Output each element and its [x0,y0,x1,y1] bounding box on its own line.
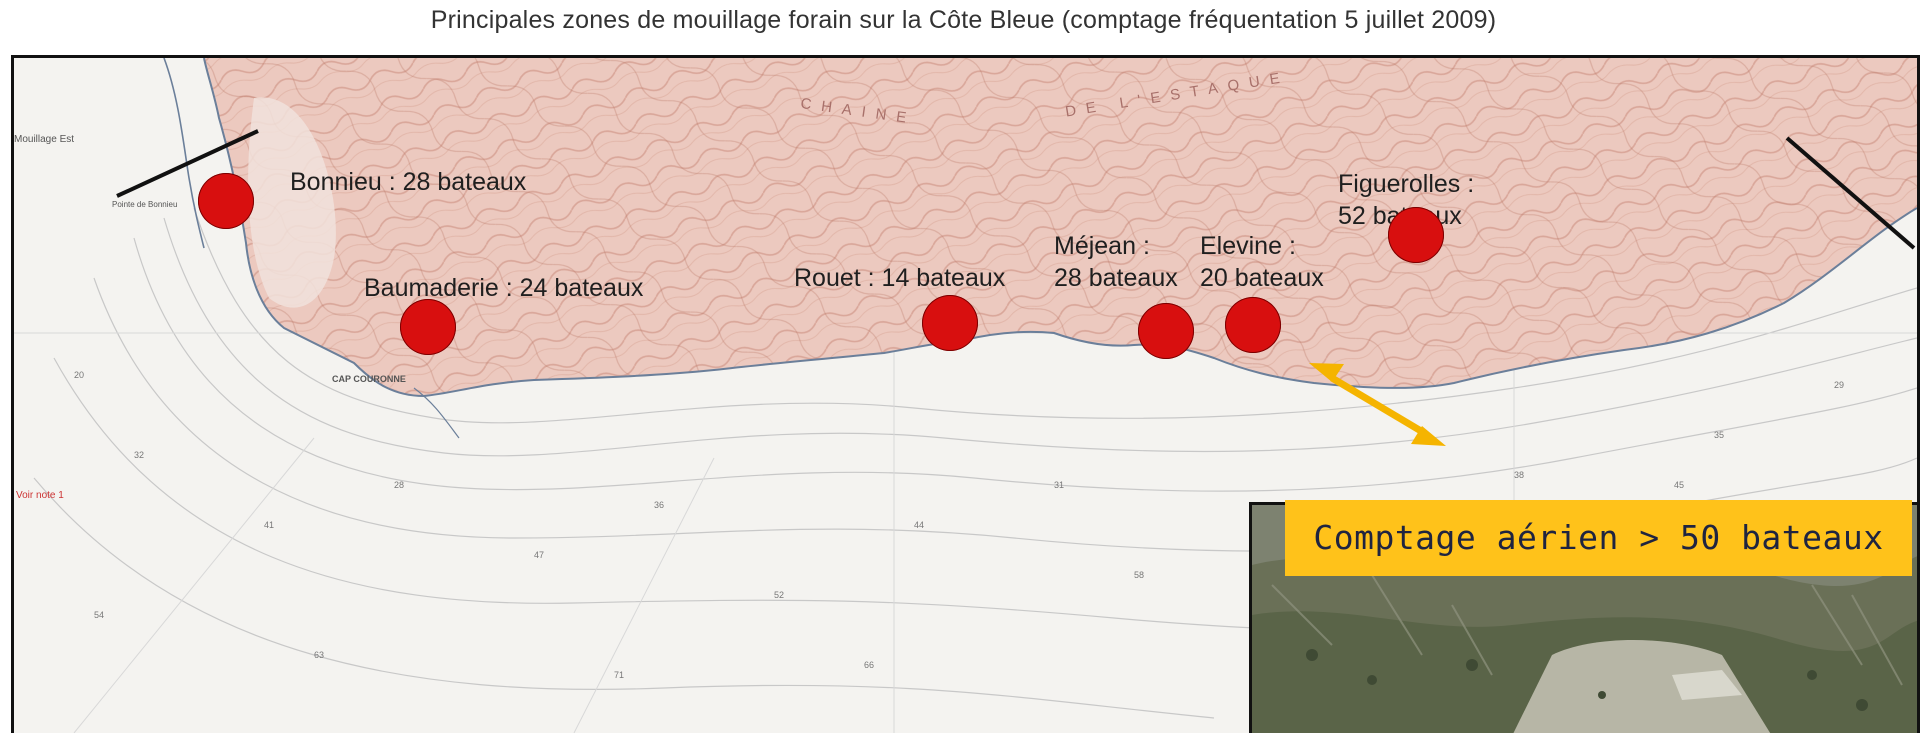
svg-text:71: 71 [614,670,624,680]
map-label-voir-note: Voir note 1 [16,490,64,501]
label-baumaderie: Baumaderie : 24 bateaux [364,274,644,302]
svg-text:66: 66 [864,660,874,670]
map-label-cap-couronne: CAP COURONNE [332,374,406,384]
marker-bonnieu[interactable] [198,173,254,229]
svg-text:38: 38 [1514,470,1524,480]
svg-text:44: 44 [914,520,924,530]
marker-baumaderie[interactable] [400,299,456,355]
callout-aerial-count: Comptage aérien > 50 bateaux [1285,500,1912,576]
marker-rouet[interactable] [922,295,978,351]
svg-text:58: 58 [1134,570,1144,580]
marker-figuerolles[interactable] [1388,207,1444,263]
svg-text:54: 54 [94,610,104,620]
label-rouet: Rouet : 14 bateaux [794,264,1006,292]
depth-contours [33,207,1917,719]
svg-text:28: 28 [394,480,404,490]
nautical-chart: 20 32 41 28 47 36 52 44 31 58 63 71 66 38 35 29 45 5… [11,55,1920,733]
map-label-mouillage: Mouillage Est [14,134,75,145]
svg-text:20: 20 [74,370,84,380]
marker-mejean[interactable] [1138,303,1194,359]
marker-elevine[interactable] [1225,297,1281,353]
svg-text:29: 29 [1834,380,1844,390]
svg-text:45: 45 [1674,480,1684,490]
svg-text:36: 36 [654,500,664,510]
svg-text:47: 47 [534,550,544,560]
svg-text:52: 52 [774,590,784,600]
label-elevine-title: Elevine : [1200,232,1296,260]
callout-arrow [1309,363,1446,446]
label-figuerolles-title: Figuerolles : [1338,170,1475,198]
map-title: Principales zones de mouillage forain su… [430,6,1497,34]
chart-background: 20 32 41 28 47 36 52 44 31 58 63 71 66 38 35 29 45 5… [14,58,1917,733]
label-mejean-title: Méjean : [1054,232,1150,260]
svg-text:31: 31 [1054,480,1064,490]
svg-text:63: 63 [314,650,324,660]
limit-line-west [116,129,259,198]
label-mejean-count: 28 bateaux [1054,264,1178,292]
label-bonnieu: Bonnieu : 28 bateaux [290,168,527,196]
svg-text:32: 32 [134,450,144,460]
svg-text:35: 35 [1714,430,1724,440]
limit-line-east [1785,136,1916,250]
map-label-pointe: Pointe de Bonnieu [112,200,178,209]
label-elevine-count: 20 bateaux [1200,264,1324,292]
svg-text:41: 41 [264,520,274,530]
